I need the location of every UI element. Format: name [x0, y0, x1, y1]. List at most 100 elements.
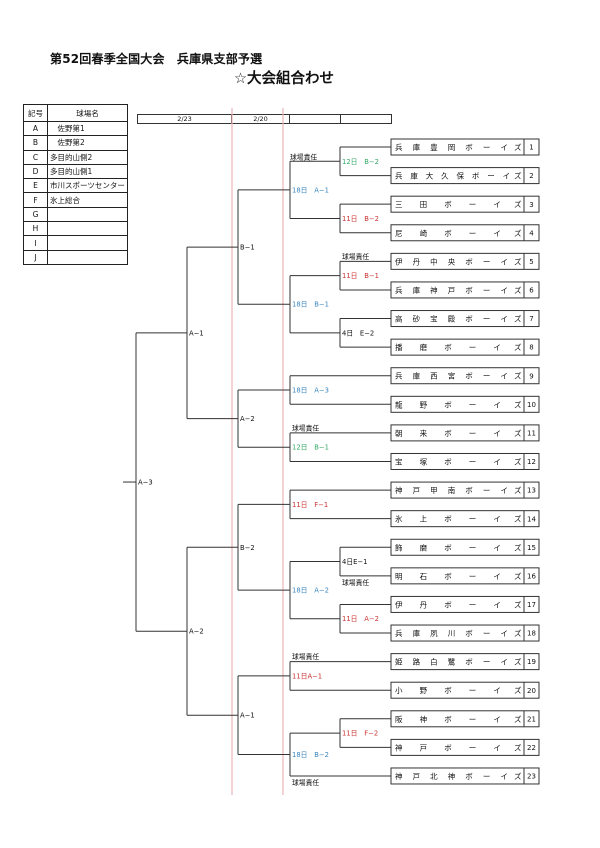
venue-name — [47, 249, 128, 265]
team-number: 10 — [527, 401, 536, 409]
venue-code: B — [23, 135, 48, 151]
match-label: B−2 — [240, 544, 255, 552]
venue-duty-note: 球場責任 — [290, 152, 317, 161]
team-number: 22 — [527, 744, 536, 752]
match-label: 11日A−1 — [292, 672, 322, 680]
team-name: 神戸甲南ボーイズ — [395, 485, 522, 495]
match-label: 18日 B−1 — [292, 301, 329, 309]
team-name: 姫路白鷺ボーイズ — [395, 657, 522, 667]
team-number: 21 — [527, 715, 536, 723]
team-number: 11 — [527, 430, 536, 438]
venue-row: A 佐野第1 — [23, 120, 128, 137]
match-label: 11日 F−2 — [342, 730, 378, 738]
match-label: 18日 A−2 — [292, 587, 329, 595]
match-label: 11日 A−2 — [342, 615, 379, 623]
bracket-subtitle: ☆大会組合わせ — [234, 71, 334, 87]
team-number: 19 — [527, 658, 536, 666]
team-name: 神戸ボーイズ — [395, 742, 522, 752]
team-number: 13 — [527, 487, 536, 495]
venue-name: 佐野第1 — [47, 120, 128, 137]
team-number: 20 — [527, 687, 536, 695]
team-number: 9 — [529, 372, 533, 380]
match-label: A−1 — [189, 329, 204, 337]
venue-name: 市川スポーツセンター — [47, 178, 128, 194]
team-name: 飾磨ボーイズ — [395, 542, 522, 552]
venue-name — [47, 235, 128, 251]
team-name: 朝来ボーイズ — [395, 428, 522, 438]
team-number: 18 — [527, 630, 536, 638]
round-date-cell — [290, 115, 341, 123]
round-date-cell: 2/20 — [232, 115, 290, 123]
match-label: 18日 A−1 — [292, 186, 329, 194]
team-name: 三田ボーイズ — [395, 199, 522, 209]
team-number: 23 — [527, 773, 536, 781]
venue-code: A — [23, 120, 48, 137]
team-number: 17 — [527, 601, 536, 609]
match-label: B−1 — [240, 244, 255, 252]
match-label: 12日 B−1 — [292, 444, 329, 452]
team-name: 兵庫西宮ボーイズ — [395, 371, 522, 381]
venue-name — [47, 221, 128, 237]
team-name: 兵庫大久保ボーイズ — [395, 171, 522, 181]
venue-row: G — [23, 206, 128, 223]
venue-duty-note: 球場責任 — [292, 778, 319, 787]
venue-duty-note: 球場責任 — [342, 578, 369, 587]
venue-code: E — [23, 178, 48, 194]
team-number: 14 — [527, 515, 536, 523]
team-name: 尼崎ボーイズ — [395, 228, 522, 238]
team-name: 神戸北神ボーイズ — [395, 771, 522, 781]
match-label: A−2 — [240, 415, 255, 423]
team-number: 1 — [529, 144, 533, 152]
team-name: 高砂宝殿ボーイズ — [395, 314, 522, 324]
venue-row: B 佐野第2 — [23, 135, 128, 151]
venue-name: 多目的山側1 — [47, 163, 128, 180]
team-number: 3 — [529, 201, 533, 209]
match-label: 18日 B−2 — [292, 751, 329, 759]
team-name: 阪神ボーイズ — [395, 714, 522, 724]
venue-name: 氷上総合 — [47, 192, 128, 208]
match-label: 11日 B−2 — [342, 215, 379, 223]
team-name: 兵庫豊岡ボーイズ — [395, 142, 522, 152]
team-name: 伊丹中央ボーイズ — [395, 256, 522, 266]
match-label: A−2 — [189, 628, 204, 636]
team-name: 明石ボーイズ — [395, 571, 522, 581]
team-number: 12 — [527, 458, 536, 466]
match-label: 4日 E−2 — [342, 329, 374, 337]
match-label: A−3 — [138, 479, 153, 487]
venue-row: I — [23, 235, 128, 251]
team-number: 7 — [529, 315, 533, 323]
team-number: 5 — [529, 258, 533, 266]
team-number: 6 — [529, 287, 534, 295]
team-name: 播磨ボーイズ — [395, 342, 522, 352]
venue-name: 多目的山側2 — [47, 149, 128, 165]
team-name: 小野ボーイズ — [395, 685, 522, 695]
venue-name — [47, 206, 128, 223]
match-label: 18日 A−3 — [292, 387, 329, 395]
team-name: 伊丹ボーイズ — [395, 599, 522, 609]
match-label: A−1 — [240, 712, 255, 720]
venue-row: J — [23, 249, 128, 265]
team-name: 宝塚ボーイズ — [395, 456, 522, 466]
team-number: 4 — [529, 229, 534, 237]
venue-row: H — [23, 221, 128, 237]
venue-code: D — [23, 163, 48, 180]
venue-duty-note: 球場責任 — [342, 252, 369, 261]
match-label: 4日E−1 — [342, 558, 367, 566]
match-label: 11日 F−1 — [292, 501, 328, 509]
team-number: 15 — [527, 544, 536, 552]
match-label: 11日 B−1 — [342, 272, 379, 280]
match-label: 12日 B−2 — [342, 158, 379, 166]
team-number: 2 — [529, 172, 533, 180]
venue-name: 佐野第2 — [47, 135, 128, 151]
team-number: 16 — [527, 572, 536, 580]
venue-duty-note: 球場責任 — [292, 652, 319, 661]
team-name: 龍野ボーイズ — [395, 399, 522, 409]
team-name: 兵庫神戸ボーイズ — [395, 285, 522, 295]
team-name: 氷上ボーイズ — [395, 514, 522, 524]
venue-duty-note: 球場責任 — [292, 423, 319, 432]
